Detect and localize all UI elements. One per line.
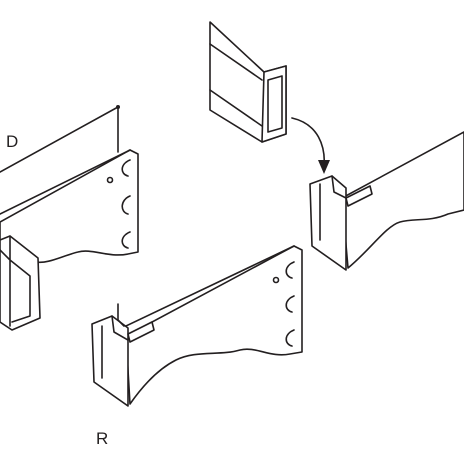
bottom-bracket-hole [272,276,280,284]
left-bracket-arm [0,149,139,269]
left-bracket-with-tube: D [0,105,139,331]
depth-dimension-line [0,105,120,173]
bottom-bracket-slots [285,261,295,347]
depth-label: D [6,132,18,151]
right-bracket-arm [341,131,464,269]
rectangular-label: R [96,429,108,448]
arrow-head [318,160,330,174]
bottom-bracket-r: R [91,245,303,448]
right-bracket-cup [309,175,347,271]
bottom-bracket-arm [125,245,303,405]
left-bracket-slots [121,159,131,249]
bottom-bracket-end-plate [91,315,129,407]
tube-insertion-detail [209,21,464,271]
dimension-point [116,105,120,109]
left-bracket-hole [106,176,114,184]
